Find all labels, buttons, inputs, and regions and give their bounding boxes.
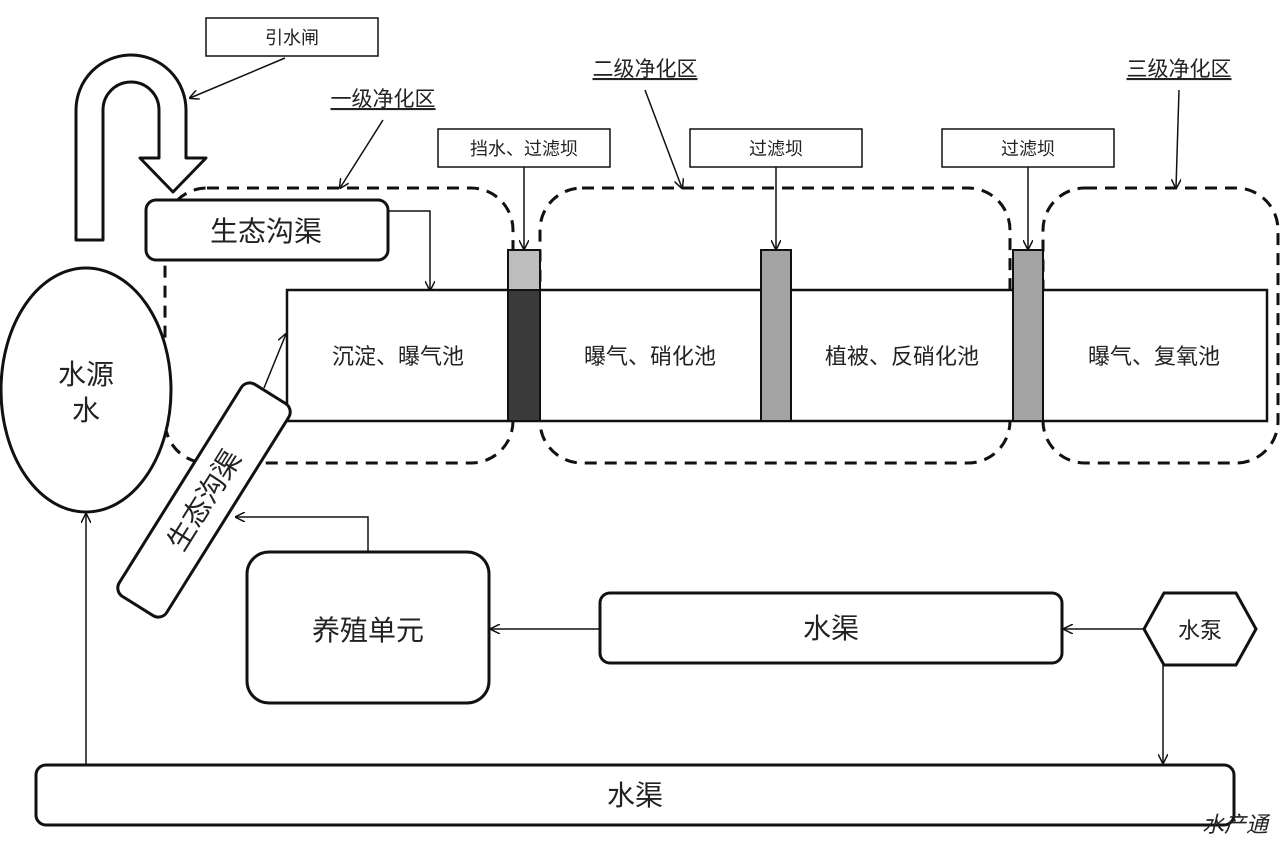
eco-channel-top-box: [144, 198, 390, 262]
intake-gate-pointer: [190, 57, 286, 98]
water-source-label-line2: 水: [72, 394, 100, 427]
dam-filter-2-box: [941, 128, 1115, 168]
intake-gate-box: [205, 17, 379, 57]
dam-block-filter-lower: [507, 289, 541, 422]
dam-block-filter-box: [437, 128, 611, 168]
pond-aerate-nitrify-label: 曝气、硝化池: [584, 345, 716, 370]
pond-aerate-reoxy-label: 曝气、复氧池: [1088, 345, 1220, 370]
culture-unit-label: 养殖单元: [312, 614, 424, 647]
pond-settle-aerate-label: 沉淀、曝气池: [332, 345, 464, 370]
eco-channel-top-label: 生态沟渠: [210, 215, 322, 248]
culture-to-eco-channel-arrow: [236, 517, 369, 552]
zone-secondary-pointer: [644, 89, 682, 188]
water-source-label-line1: 水源: [58, 358, 114, 391]
channel-mid-label: 水渠: [803, 612, 859, 645]
dam-filter-2-label: 过滤坝: [1001, 139, 1055, 160]
pump-label: 水泵: [1178, 619, 1222, 644]
zone-tertiary-pointer: [1176, 89, 1179, 188]
zone-primary-title: 一级净化区: [331, 87, 436, 111]
zone-primary-pointer: [340, 119, 384, 188]
channel-bottom-label: 水渠: [607, 779, 663, 812]
dam-block-filter-upper: [507, 249, 541, 291]
intake-gate-label: 引水闸: [265, 28, 319, 49]
eco-channel-top-flow-arrow: [388, 210, 430, 290]
intake-u-arrow: [74, 53, 208, 242]
zone-secondary-title: 二级净化区: [593, 57, 698, 81]
channel-mid-box: [598, 591, 1064, 665]
zone-tertiary-title: 三级净化区: [1127, 57, 1232, 81]
dam-block-filter-label: 挡水、过滤坝: [470, 139, 578, 160]
dam-filter-2: [1012, 249, 1044, 422]
pond-veg-denitrify-label: 植被、反硝化池: [825, 345, 979, 370]
dam-filter-1: [760, 249, 792, 422]
dam-filter-1-label: 过滤坝: [749, 139, 803, 160]
channel-bottom-box: [34, 763, 1236, 827]
watermark: 水产通: [1202, 813, 1271, 838]
pump-hexagon: [1142, 591, 1258, 667]
water-source: [0, 266, 173, 514]
eco-channel-diag-flow-arrow: [263, 334, 286, 389]
